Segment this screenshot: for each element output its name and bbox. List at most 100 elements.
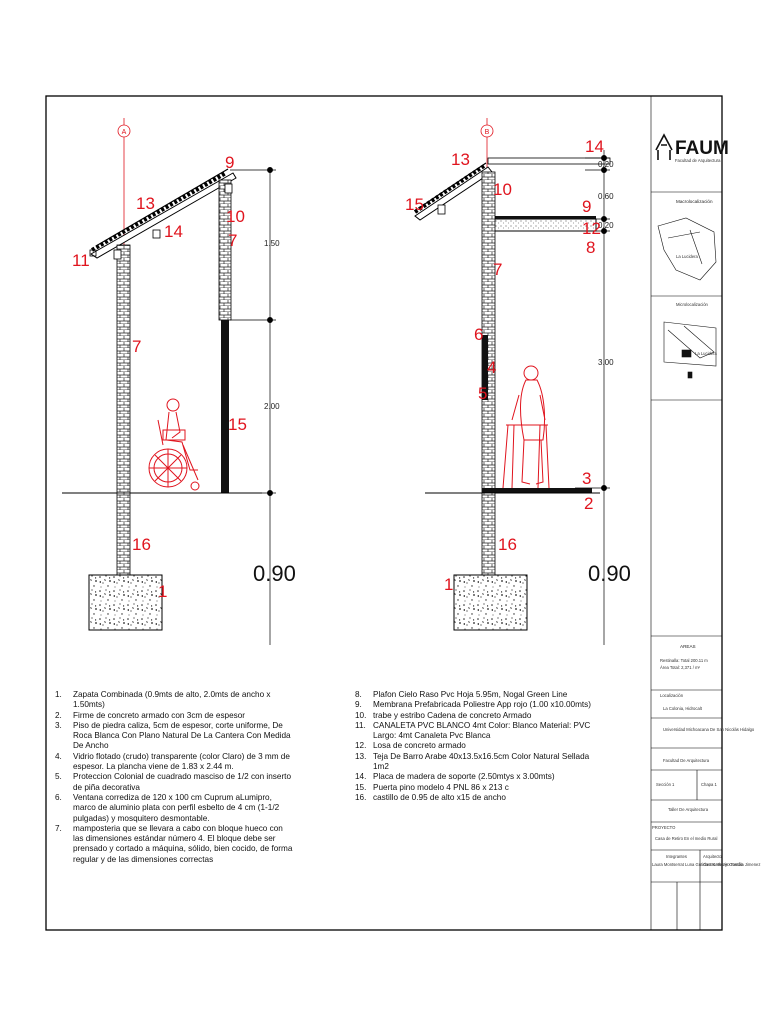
callout-11: 11 [72, 251, 90, 270]
members-names: Laura Montserrat Luna Gutidrez Katherin … [652, 862, 760, 867]
door-left [221, 320, 229, 493]
sheet-number: Chapa 1 [701, 782, 718, 787]
callout-9-right: 9 [582, 197, 591, 216]
left-note-item: 1. Zapata Combinada (0.9mts de alto, 2.0m… [55, 690, 295, 711]
left-note-item: 3. Piso de piedra caliza, 5cm de espesor,… [55, 721, 295, 752]
university-name: Universidad Michoacana De San Nicolás Hi… [663, 727, 755, 732]
teacher-title: Arquitecto [703, 854, 723, 859]
note-number: 14. [355, 772, 367, 782]
right-note-item: 9.Membrana Prefabricada Poliestre App ro… [355, 700, 605, 710]
footing-left [88, 574, 163, 631]
note-text: Firme de concreto armado con 3cm de espe… [73, 710, 246, 720]
roof-tiles-left [90, 168, 237, 259]
beam-front-left [113, 249, 122, 260]
notes-list-left: 1. Zapata Combinada (0.9mts de alto, 2.0m… [55, 690, 295, 865]
axis-label-b: B [485, 129, 490, 136]
callout-4-right: 4 [487, 358, 496, 377]
dim-0-20-top: 0.20 [598, 160, 614, 169]
wall-back-left [218, 179, 232, 321]
callout-5-right: 5 [478, 384, 487, 403]
callout-6-right: 6 [474, 325, 483, 344]
castillo-left [116, 492, 131, 576]
note-text: Proteccion Colonial de cuadrado masciso … [73, 772, 292, 792]
roof-tiles-right [413, 162, 493, 221]
members-title: Integrantes [666, 854, 687, 859]
dim-2-00: 2.00 [264, 402, 280, 411]
footing-right [453, 574, 528, 631]
membrane-right [488, 216, 596, 219]
sheet-section: Sección 1 [656, 782, 675, 787]
callout-16: 16 [132, 535, 151, 554]
micro-map-label: La Lucidera [695, 351, 718, 356]
note-number: 13. [355, 751, 367, 761]
note-number: 2. [55, 710, 62, 720]
dim-0-60: 0.60 [598, 192, 614, 201]
faum-logo [655, 133, 673, 160]
note-number: 8. [355, 690, 362, 699]
right-note-item: 8. Plafon Cielo Raso Pvc Hoja 5.95m, Noga… [355, 690, 605, 700]
note-number: 4. [55, 751, 62, 761]
callout-9: 9 [225, 153, 234, 172]
note-number: 3. [55, 720, 62, 730]
teacher-name: Castro Hetzyo Tostón [703, 862, 744, 867]
callout-7-upper: 7 [228, 231, 237, 250]
note-text: Plafon Cielo Raso Pvc Hoja 5.95m, Nogal … [373, 690, 568, 699]
callout-3-right: 3 [582, 469, 591, 488]
axis-bubble-a [117, 124, 131, 138]
macro-map-label: La Lucidera [676, 254, 699, 259]
note-text: Teja De Barro Arabe 40x13.5x16.5cm Color… [373, 751, 590, 772]
area-line-2: Área Total: 2,371 / m² [660, 665, 701, 670]
left-note-item: 7.mamposteria que se llevara a cabo con … [55, 824, 295, 865]
localization-title: Localización [660, 693, 684, 698]
dim-0-90-right: 0.90 [588, 561, 631, 586]
dim-3-00: 3.00 [598, 358, 614, 367]
right-section: B [405, 118, 631, 645]
note-text: mamposteria que se llevara a cabo con bl… [73, 823, 293, 864]
note-text: Piso de piedra caliza, 5cm de espesor, c… [73, 720, 291, 751]
right-note-item: 14.Placa de madera de soporte (2.50mtys … [355, 772, 605, 782]
castillo-right [481, 492, 496, 576]
right-note-item: 13. Teja De Barro Arabe 40x13.5x16.5cm Co… [355, 752, 605, 773]
dim-1-50: 1.50 [264, 239, 280, 248]
axis-label-a: A [122, 129, 127, 136]
wall-front-left [116, 244, 131, 494]
floor-slab-right [482, 488, 592, 493]
callout-15-right: 15 [405, 195, 424, 214]
callout-12-right: 12 [582, 219, 601, 238]
left-note-item: 6. Ventana corrediza de 120 x 100 cm Cupr… [55, 793, 295, 824]
callout-14-right: 14 [585, 137, 604, 156]
callout-2-right: 2 [584, 494, 593, 513]
dimension-line-right [575, 150, 610, 645]
title-block [650, 96, 722, 930]
note-number: 10. [355, 710, 367, 720]
callout-7: 7 [132, 337, 141, 356]
callout-1: 1 [158, 582, 167, 601]
left-note-item: 2. Firme de concreto armado con 3cm de es… [55, 711, 295, 721]
callout-13-right: 13 [451, 150, 470, 169]
project-title: PROYECTO [652, 825, 676, 830]
walker-user-figure [502, 365, 550, 489]
note-number: 11. [355, 720, 366, 730]
callout-10-right: 10 [493, 180, 512, 199]
slab-right [487, 218, 597, 232]
right-note-item: 12.Losa de concreto armado [355, 741, 605, 751]
micro-title: Microlocalización [676, 302, 709, 307]
note-text: Ventana corrediza de 120 x 100 cm Cuprum… [73, 792, 280, 823]
dimension-line-left [230, 167, 276, 645]
callout-15: 15 [228, 415, 247, 434]
right-note-item: 15.Puerta pino modelo 4 PNL 86 x 213 c [355, 783, 605, 793]
axis-bubble-b [480, 124, 494, 138]
logo-text: FAUM [675, 138, 729, 159]
note-text: Zapata Combinada (0.9mts de alto, 2.0mts… [73, 690, 271, 710]
areas-title: AREAS [680, 644, 696, 649]
note-number: 12. [355, 741, 367, 751]
note-number: 6. [55, 792, 62, 802]
left-section: A [62, 118, 296, 645]
sheet-border [45, 95, 723, 931]
note-number: 1. [55, 690, 62, 699]
localization-value: La Colonia, Hidrocalt [663, 706, 703, 711]
note-number: 16. [355, 792, 367, 802]
note-text: trabe y estribo Cadena de concreto Armad… [373, 710, 532, 720]
callout-7-right: 7 [493, 260, 502, 279]
